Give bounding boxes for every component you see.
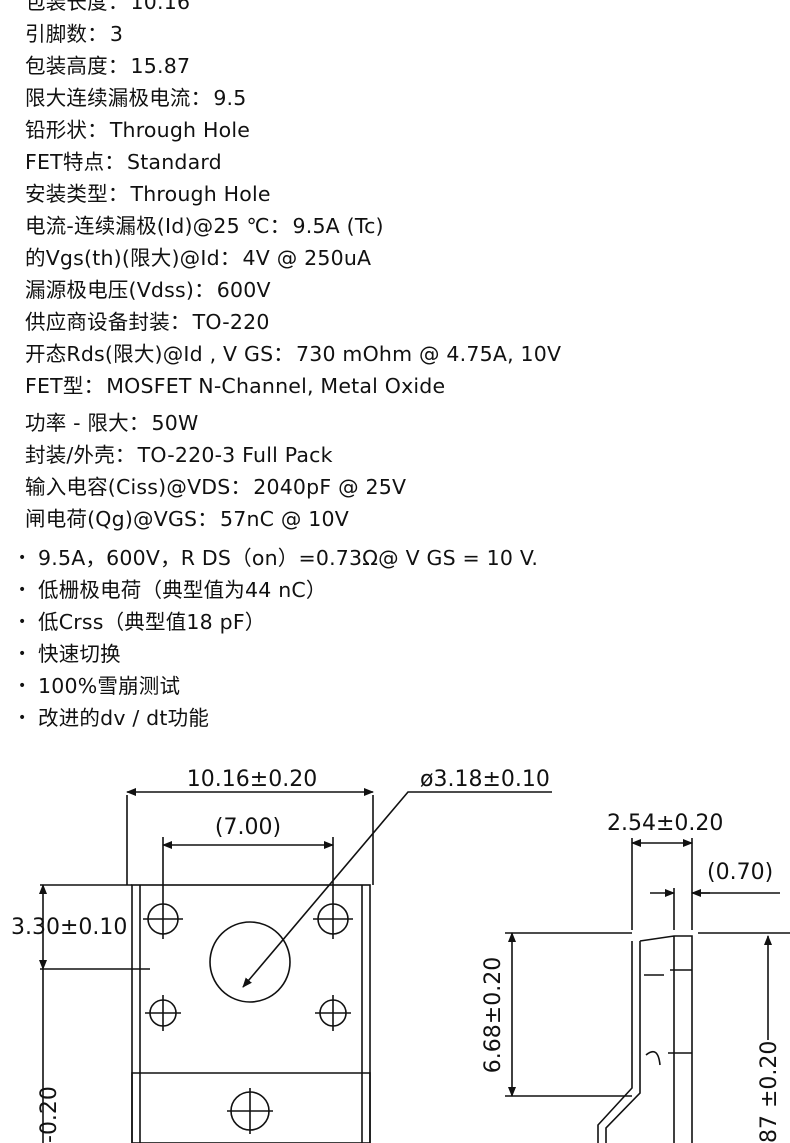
feature-item: •低栅极电荷（典型值为44 nC）	[18, 574, 538, 606]
spec-rds-on: 开态Rds(限大)@Id , V GS：730 mOhm @ 4.75A, 10…	[25, 342, 562, 366]
spec-list: 包装长度：10.16 引脚数：3 包装高度：15.87 限大连续漏极电流：9.5…	[25, 0, 561, 535]
bullet-icon: •	[18, 550, 27, 566]
bullet-icon: •	[18, 678, 27, 694]
width-dim-label: 10.16±0.20	[187, 767, 317, 792]
top-dim-label: 3.30±0.10	[11, 915, 127, 940]
spec-lead-shape: 铅形状：Through Hole	[25, 118, 251, 142]
feature-item: •快速切换	[18, 638, 538, 670]
spec-fet-type: FET型：MOSFET N-Channel, Metal Oxide	[25, 374, 446, 398]
feature-item: •改进的dv / dt功能	[18, 702, 538, 734]
spec-mount-type: 安装类型：Through Hole	[25, 182, 271, 206]
side-right-dim-label: 87 ±0.20	[757, 1041, 782, 1143]
side-small-dim-label: (0.70)	[707, 860, 773, 885]
bullet-icon: •	[18, 646, 27, 662]
left-vertical-dim-label: -0.20	[37, 1086, 62, 1143]
spec-package-height: 包装高度：15.87	[25, 54, 191, 78]
spec-vdss: 漏源极电压(Vdss)：600V	[25, 278, 271, 302]
spec-gate-charge: 闸电荷(Qg)@VGS：57nC @ 10V	[25, 507, 350, 531]
spec-continuous-drain-current: 电流-连续漏极(Id)@25 ℃：9.5A (Tc)	[25, 214, 384, 238]
spec-input-capacitance: 输入电容(Ciss)@VDS：2040pF @ 25V	[25, 475, 407, 499]
feature-item: •100%雪崩测试	[18, 670, 538, 702]
package-dimension-drawing: 10.16±0.20 (7.00) ø3.18±0.10 3.30±0.10 -…	[11, 767, 790, 1143]
inner-dim-label: (7.00)	[215, 815, 281, 840]
spec-max-power: 功率 - 限大：50W	[25, 411, 199, 435]
spec-max-drain-current: 限大连续漏极电流：9.5	[25, 86, 247, 110]
bullet-icon: •	[18, 710, 27, 726]
bullet-icon: •	[18, 582, 27, 598]
spec-vgs-th: 的Vgs(th)(限大)@Id：4V @ 250uA	[25, 246, 372, 270]
spec-supplier-package: 供应商设备封装：TO-220	[25, 310, 270, 334]
spec-package-length: 包装长度：10.16	[25, 0, 191, 14]
feature-item: •9.5A，600V，R DS（on）=0.73Ω@ V GS = 10 V.	[18, 542, 538, 574]
package-body-outline	[131, 884, 371, 1143]
side-view-outline	[597, 935, 693, 1143]
bullet-icon: •	[18, 614, 27, 630]
side-thickness-dim-label: 2.54±0.20	[607, 811, 723, 836]
side-height-dim-label: 6.68±0.20	[481, 957, 506, 1073]
spec-package-case: 封装/外壳：TO-220-3 Full Pack	[25, 443, 333, 467]
center-hole	[209, 921, 291, 1003]
spec-pin-count: 引脚数：3	[25, 22, 124, 46]
hole-dim-label: ø3.18±0.10	[420, 767, 550, 792]
feature-item: •低Crss（典型值18 pF）	[18, 606, 538, 638]
spec-fet-feature: FET特点：Standard	[25, 150, 222, 174]
feature-list: •9.5A，600V，R DS（on）=0.73Ω@ V GS = 10 V. …	[18, 542, 538, 734]
